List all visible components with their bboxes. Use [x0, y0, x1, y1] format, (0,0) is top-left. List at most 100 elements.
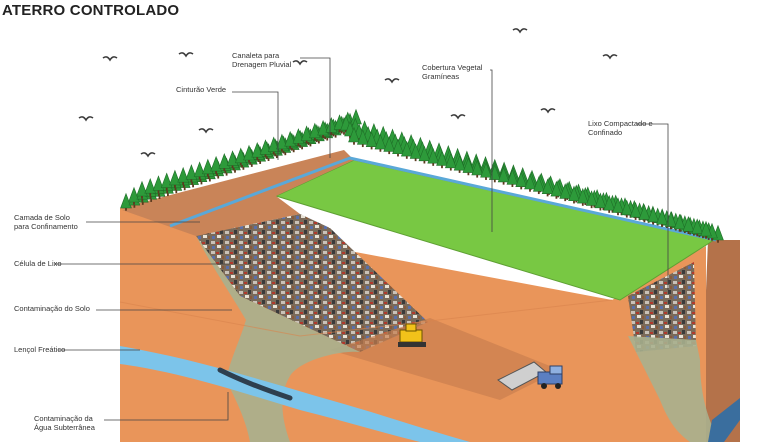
- bird-icon: [140, 152, 156, 158]
- diagram-title: ATERRO CONTROLADO: [2, 2, 180, 19]
- tree-icon: [497, 166, 510, 185]
- trash-cell: [196, 214, 428, 352]
- tree-icon: [691, 218, 704, 237]
- tree-icon: [409, 143, 422, 162]
- trash-right-cut: [628, 262, 696, 352]
- tree-icon: [218, 153, 231, 172]
- tree-icon: [603, 194, 616, 213]
- confinement-soil-layer: [122, 196, 300, 236]
- tree-icon: [251, 141, 264, 160]
- tree-icon: [638, 204, 651, 223]
- tree-icon: [365, 131, 378, 150]
- tree-icon: [436, 150, 448, 169]
- birds: [78, 28, 618, 158]
- green-belt-trees: [120, 108, 724, 243]
- tree-icon: [193, 161, 206, 180]
- soil-contamination-plume-right: [628, 336, 720, 442]
- tree-icon: [506, 169, 519, 187]
- tree-icon: [550, 180, 563, 199]
- tree-icon: [541, 178, 554, 197]
- tree-icon: [152, 175, 165, 194]
- tree-icon: [226, 150, 239, 169]
- tree-icon: [259, 139, 272, 158]
- tree-icon: [471, 159, 484, 178]
- tree-icon: [325, 117, 338, 136]
- tree-icon: [700, 220, 712, 239]
- tree-icon: [462, 157, 475, 176]
- tree-icon: [202, 158, 214, 177]
- tree-icon: [185, 164, 198, 183]
- tree-icon: [120, 192, 132, 211]
- tree-icon: [374, 133, 387, 152]
- groundwater-band: [120, 346, 470, 442]
- bird-icon: [102, 56, 118, 62]
- tree-icon: [585, 190, 598, 209]
- bird-icon: [292, 60, 308, 66]
- groundwater-contamination: [217, 367, 293, 401]
- leader-vegetation-cover: [490, 69, 493, 232]
- bird-icon: [198, 128, 214, 134]
- tree-icon: [629, 201, 642, 220]
- tree-icon: [612, 197, 624, 216]
- tree-icon: [673, 213, 686, 232]
- tree-icon: [594, 192, 607, 211]
- bird-icon: [78, 116, 94, 122]
- bird-icon: [384, 78, 400, 84]
- tree-icon: [383, 136, 396, 155]
- tree-icon: [418, 145, 431, 164]
- tree-icon: [243, 144, 255, 163]
- tree-icon: [276, 133, 288, 152]
- leader-drainage-channel: [300, 57, 331, 158]
- tree-icon: [532, 176, 545, 195]
- tree-icon: [128, 186, 140, 205]
- leader-groundwater-contamination: [104, 392, 229, 421]
- tree-icon: [292, 128, 305, 147]
- bird-icon: [512, 28, 528, 34]
- tree-icon: [400, 140, 413, 159]
- tree-icon: [656, 208, 668, 227]
- tree-icon: [234, 147, 247, 166]
- tree-icon: [160, 172, 173, 191]
- tree-icon: [453, 154, 466, 173]
- tree-icon: [444, 152, 457, 171]
- tree-icon: [356, 129, 369, 148]
- tree-icon: [317, 119, 329, 138]
- tree-icon: [480, 161, 492, 180]
- label-green-belt: Cinturão Verde: [176, 85, 227, 94]
- tree-icon: [300, 125, 313, 144]
- tree-icon: [620, 199, 633, 218]
- label-groundwater: Lençol Freático: [14, 345, 66, 354]
- tree-icon: [169, 169, 181, 188]
- tree-icon: [309, 122, 321, 141]
- tree-icon: [136, 180, 148, 199]
- bird-icon: [540, 108, 556, 114]
- tree-icon: [559, 183, 572, 202]
- label-soil-contamination: Contaminação do Solo: [14, 304, 90, 313]
- tree-icon: [267, 136, 280, 155]
- bird-icon: [602, 54, 618, 60]
- tree-icon: [682, 216, 695, 234]
- dump-truck-icon: [497, 361, 563, 391]
- tree-icon: [576, 187, 589, 206]
- tree-icon: [177, 166, 189, 185]
- tree-icon: [524, 173, 536, 192]
- bird-icon: [450, 114, 466, 120]
- bulldozer-icon: [398, 323, 426, 347]
- leader-green-belt: [232, 91, 279, 160]
- tree-icon: [568, 185, 580, 204]
- label-trash-cell: Célula de Lixo: [14, 259, 62, 268]
- tree-icon: [210, 155, 222, 174]
- leader-lines: [54, 57, 669, 421]
- leader-compacted-waste: [636, 123, 669, 290]
- groundwater-right: [708, 398, 740, 442]
- tree-icon: [427, 147, 440, 166]
- tree-icon: [348, 126, 360, 145]
- block-side-face: [700, 240, 740, 442]
